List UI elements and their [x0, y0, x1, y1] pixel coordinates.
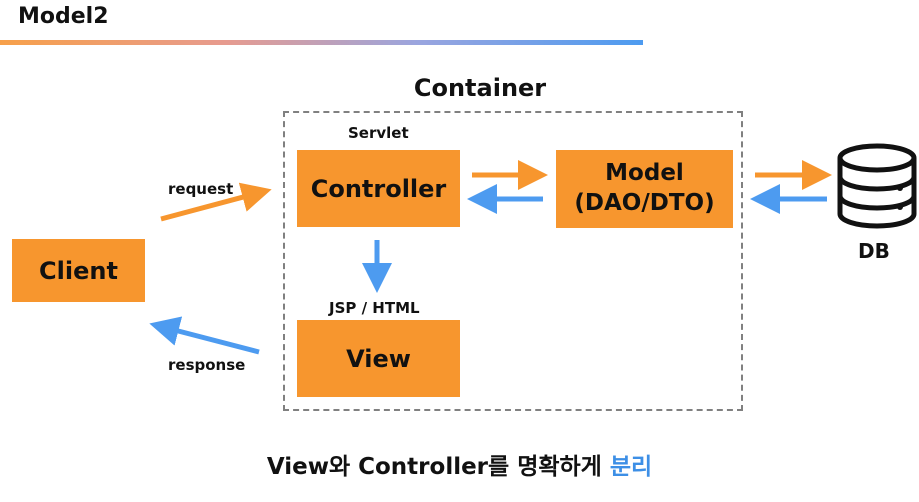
jsp-label: JSP / HTML: [329, 299, 420, 317]
model-box: Model (DAO/DTO): [556, 150, 733, 228]
container-label: Container: [413, 74, 547, 102]
bottom-caption: View와 Controller를 명확하게 분리: [0, 447, 919, 481]
response-label: response: [168, 356, 246, 374]
client-label: Client: [39, 256, 118, 285]
container-box: [283, 111, 743, 411]
request-label: request: [168, 180, 234, 198]
controller-box: Controller: [297, 150, 460, 227]
caption-text: View와 Controller를 명확하게: [266, 454, 610, 480]
servlet-label: Servlet: [348, 124, 409, 142]
client-box: Client: [12, 239, 145, 302]
title-underline: [0, 40, 643, 45]
model-sublabel: (DAO/DTO): [574, 190, 715, 216]
view-label: View: [346, 344, 411, 373]
controller-label: Controller: [310, 174, 447, 203]
view-box: View: [297, 320, 460, 397]
model-label: Model: [605, 160, 684, 187]
database-icon: [837, 143, 917, 229]
request-arrow: [160, 182, 272, 222]
db-label: DB: [858, 239, 890, 263]
page-title: Model2: [18, 4, 109, 29]
caption-accent: 분리: [609, 454, 653, 480]
response-arrow: [149, 316, 260, 355]
